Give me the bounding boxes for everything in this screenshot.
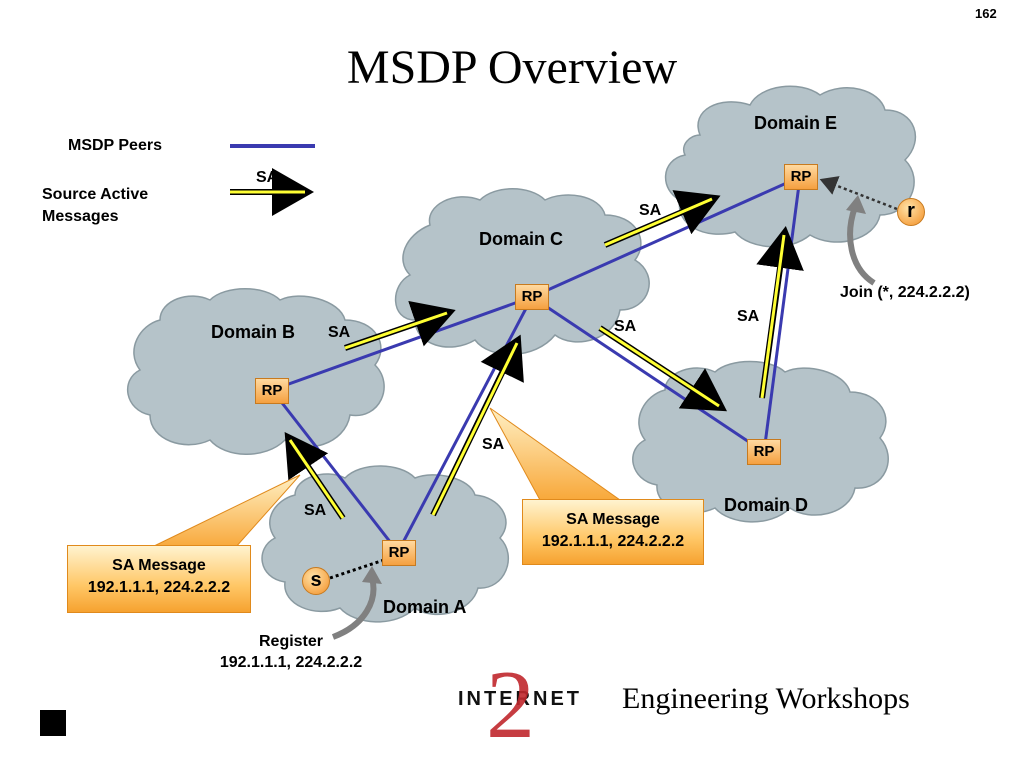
peer-link-c-e: [531, 175, 801, 299]
legend-messages-label: Source Active Messages: [42, 186, 149, 225]
peer-link-a-b: [270, 389, 400, 553]
rp-node-domain-c: RP: [515, 284, 549, 310]
domain-c-label: Domain C: [479, 229, 564, 249]
internet2-logo: INTERNET 2: [458, 651, 582, 759]
sa-label-c-d: SA: [614, 318, 637, 335]
sa-arrow-c-e: [603, 190, 721, 248]
join-link: [819, 176, 898, 211]
sa-label-a-b: SA: [304, 502, 327, 519]
footer-engineering-workshops: Engineering Workshops: [622, 682, 910, 715]
domain-e-label: Domain E: [754, 113, 838, 133]
page-title: MSDP Overview: [346, 41, 678, 94]
peer-link-c-d: [531, 295, 765, 454]
join-label: Join (*, 224.2.2.2): [840, 284, 970, 301]
callout-right-pointer: [489, 407, 622, 501]
rp-node-domain-a: RP: [382, 540, 416, 566]
domain-a-label: Domain A: [383, 597, 467, 617]
cloud-domain-c: [394, 188, 650, 356]
source-host: s: [302, 567, 330, 595]
domain-d-label: Domain D: [724, 495, 809, 515]
cloud-domain-b: [126, 288, 385, 455]
sa-arrow-b-c: [344, 300, 456, 351]
legend-sa-label: SA: [256, 169, 279, 186]
register-label: Register 192.1.1.1, 224.2.2.2: [219, 633, 363, 671]
slide-bullet-square: [40, 710, 66, 736]
rp-node-domain-d: RP: [747, 439, 781, 465]
receiver-host: r: [897, 198, 925, 226]
sa-arrow-d-e: [756, 226, 804, 399]
rp-node-domain-b: RP: [255, 378, 289, 404]
callout-left-sa-message: SA Message 192.1.1.1, 224.2.2.2: [67, 545, 251, 613]
sa-arrow-a-c: [430, 334, 524, 517]
rp-node-domain-e: RP: [784, 164, 818, 190]
peer-link-d-e: [762, 176, 802, 453]
register-curve-arrow: [331, 577, 377, 640]
sa-arrow-a-b: [284, 432, 346, 520]
domain-b-label: Domain B: [211, 322, 296, 342]
peer-link-b-c: [271, 295, 533, 392]
join-curve-arrow: [847, 205, 876, 286]
sa-label-c-e: SA: [639, 202, 662, 219]
sa-label-b-c: SA: [328, 324, 351, 341]
legend-peers-label: MSDP Peers: [68, 137, 162, 154]
sa-label-d-e: SA: [737, 308, 760, 325]
sa-label-a-c: SA: [482, 436, 505, 453]
slide-number: 162: [975, 6, 997, 21]
sa-arrows: [284, 190, 804, 520]
callout-right-sa-message: SA Message 192.1.1.1, 224.2.2.2: [522, 499, 704, 565]
sa-arrow-c-d: [598, 325, 728, 412]
